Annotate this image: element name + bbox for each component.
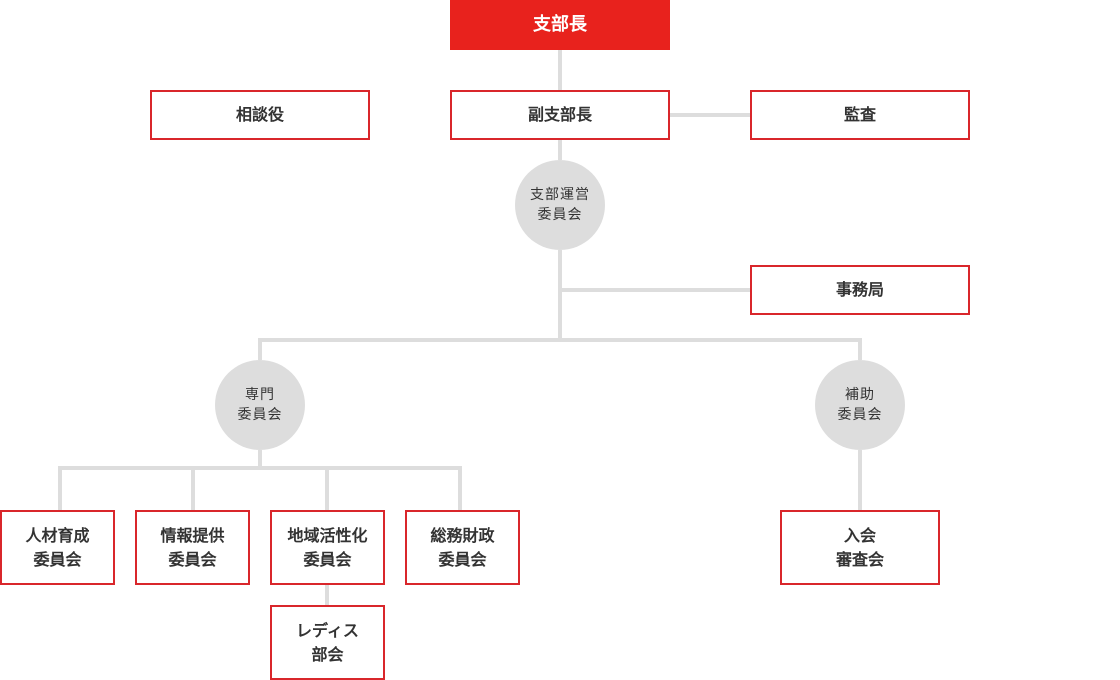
- secretariat-box: 事務局: [750, 265, 970, 315]
- auxiliary-committee-circle: 補助 委員会: [815, 360, 905, 450]
- auditor-box: 監査: [750, 90, 970, 140]
- advisor-box: 相談役: [150, 90, 370, 140]
- hr-development-box: 人材育成 委員会: [0, 510, 115, 585]
- connector-regional-to-ladies: [325, 585, 329, 605]
- connector-to-specialist: [258, 338, 262, 360]
- regional-revitalization-box: 地域活性化 委員会: [270, 510, 385, 585]
- connector-trunk-to-secretariat: [560, 288, 750, 292]
- connector-head-to-vice: [558, 50, 562, 90]
- connector-committees-horizontal: [258, 338, 862, 342]
- membership-review-box: 入会 審査会: [780, 510, 940, 585]
- connector-subcommittees-horizontal: [58, 466, 462, 470]
- specialist-committee-circle: 専門 委員会: [215, 360, 305, 450]
- connector-operations-trunk: [558, 250, 562, 342]
- vice-head-box: 副支部長: [450, 90, 670, 140]
- connector-to-finance: [458, 466, 462, 510]
- information-box: 情報提供 委員会: [135, 510, 250, 585]
- connector-specialist-down: [258, 450, 262, 470]
- general-finance-box: 総務財政 委員会: [405, 510, 520, 585]
- ladies-division-box: レディス 部会: [270, 605, 385, 680]
- operations-committee-circle: 支部運営 委員会: [515, 160, 605, 250]
- connector-vice-to-auditor: [670, 113, 750, 117]
- connector-vice-to-operations: [558, 140, 562, 160]
- connector-to-information: [191, 466, 195, 510]
- branch-head-box: 支部長: [450, 0, 670, 50]
- connector-auxiliary-to-membership: [858, 450, 862, 510]
- connector-to-auxiliary: [858, 338, 862, 360]
- connector-to-regional: [325, 466, 329, 510]
- connector-to-hr: [58, 466, 62, 510]
